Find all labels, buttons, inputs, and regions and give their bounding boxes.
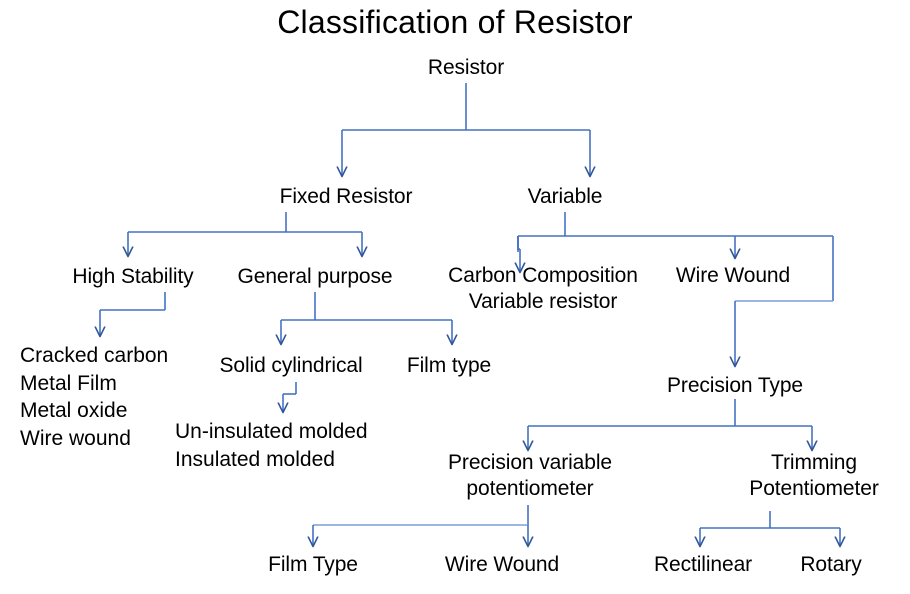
node-variable[interactable]: Variable (527, 185, 603, 208)
node-resistor[interactable]: Resistor (427, 56, 505, 79)
node-film-type[interactable]: Film type (406, 354, 492, 377)
node-fixed-resistor[interactable]: Fixed Resistor (279, 185, 413, 208)
node-film-type-2[interactable]: Film Type (268, 553, 358, 576)
node-general-purpose[interactable]: General purpose (237, 265, 393, 288)
node-precision-type[interactable]: Precision Type (667, 374, 803, 397)
node-trimming-potentiometer[interactable]: Trimming Potentiometer (749, 451, 879, 500)
node-carbon-composition[interactable]: Carbon Composition Variable resistor (448, 264, 638, 313)
node-high-stability-types[interactable]: Cracked carbon Metal Film Metal oxide Wi… (20, 344, 169, 451)
node-rectilinear[interactable]: Rectilinear (653, 553, 753, 576)
edge-variable-carbon-join (517, 236, 520, 250)
page-title: Classification of Resistor (277, 4, 633, 40)
node-wire-wound-2[interactable]: Wire Wound (444, 553, 560, 576)
node-precision-variable-potentiometer[interactable]: Precision variable potentiometer (448, 451, 612, 500)
node-high-stability[interactable]: High Stability (72, 265, 194, 288)
node-rotary[interactable]: Rotary (800, 553, 862, 576)
node-molded-types[interactable]: Un-insulated molded Insulated molded (175, 420, 368, 471)
node-wire-wound[interactable]: Wire Wound (675, 264, 791, 287)
node-solid-cylindrical[interactable]: Solid cylindrical (219, 354, 363, 377)
